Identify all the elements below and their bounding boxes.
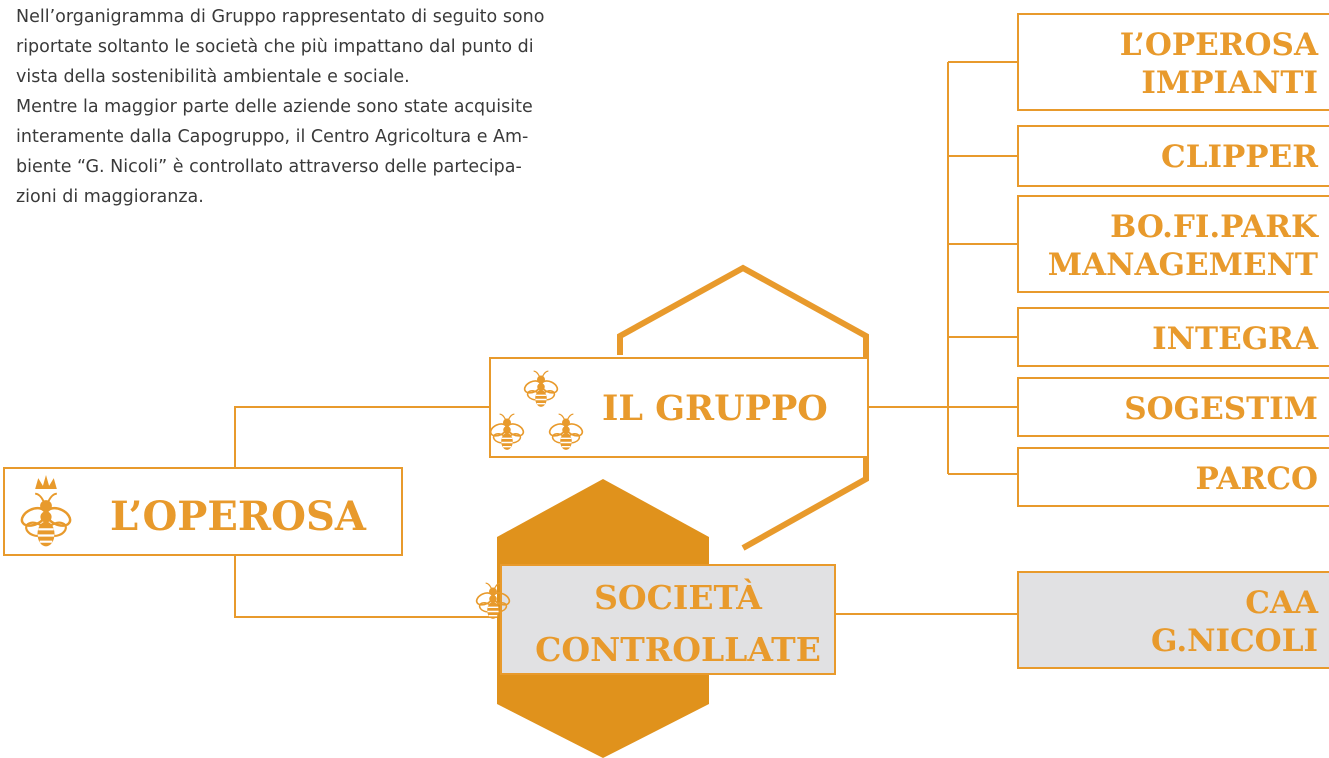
group-hexagon-outline [617, 264, 869, 551]
subsidiaries-label-line2: CONTROLLATE [535, 630, 821, 669]
intro-line: Nell’organigramma di Gruppo rappresentat… [16, 7, 545, 27]
group-box[interactable] [489, 357, 869, 458]
group-companies: L’OPEROSA IMPIANTI CLIPPER BO.FI.PARK MA… [1017, 13, 1329, 507]
company-label: CLIPPER [1161, 139, 1318, 175]
company-label: L’OPEROSA [1120, 27, 1319, 63]
parent-box[interactable] [3, 467, 403, 556]
intro-line: riportate soltanto le società che più im… [16, 37, 534, 57]
subsidiaries-box[interactable] [500, 564, 836, 675]
subsidiaries-label-line1: SOCIETÀ [594, 577, 762, 617]
company-box[interactable] [1017, 307, 1329, 367]
company-box[interactable] [1017, 13, 1329, 111]
connector-lines [234, 61, 1018, 618]
company-label: IMPIANTI [1141, 65, 1318, 101]
company-label: G.NICOLI [1151, 623, 1318, 659]
intro-line: vista della sostenibilità ambientale e s… [16, 67, 410, 87]
intro-paragraph: Nell’organigramma di Gruppo rappresentat… [16, 2, 656, 212]
company-label: CAA [1245, 585, 1319, 621]
company-box[interactable] [1017, 125, 1329, 187]
intro-line: Mentre la maggior parte delle aziende so… [16, 97, 533, 117]
company-box[interactable] [1017, 447, 1329, 507]
parent-label: L’OPEROSA [110, 493, 367, 540]
company-box[interactable] [1017, 571, 1329, 669]
company-label: BO.FI.PARK [1110, 209, 1319, 245]
intro-line: biente “G. Nicoli” è controllato attrave… [16, 157, 522, 177]
company-box[interactable] [1017, 377, 1329, 437]
controlled-companies: CAA G.NICOLI [1017, 571, 1329, 669]
intro-line: zioni di maggioranza. [16, 187, 204, 207]
group-label: IL GRUPPO [602, 388, 828, 429]
intro-line: interamente dalla Capogruppo, il Centro … [16, 127, 529, 147]
company-box[interactable] [1017, 195, 1329, 293]
company-label: INTEGRA [1152, 321, 1319, 357]
company-label: MANAGEMENT [1048, 247, 1318, 283]
company-label: SOGESTIM [1124, 391, 1318, 427]
company-label: PARCO [1195, 461, 1318, 497]
queen-bee-icon [17, 475, 75, 548]
